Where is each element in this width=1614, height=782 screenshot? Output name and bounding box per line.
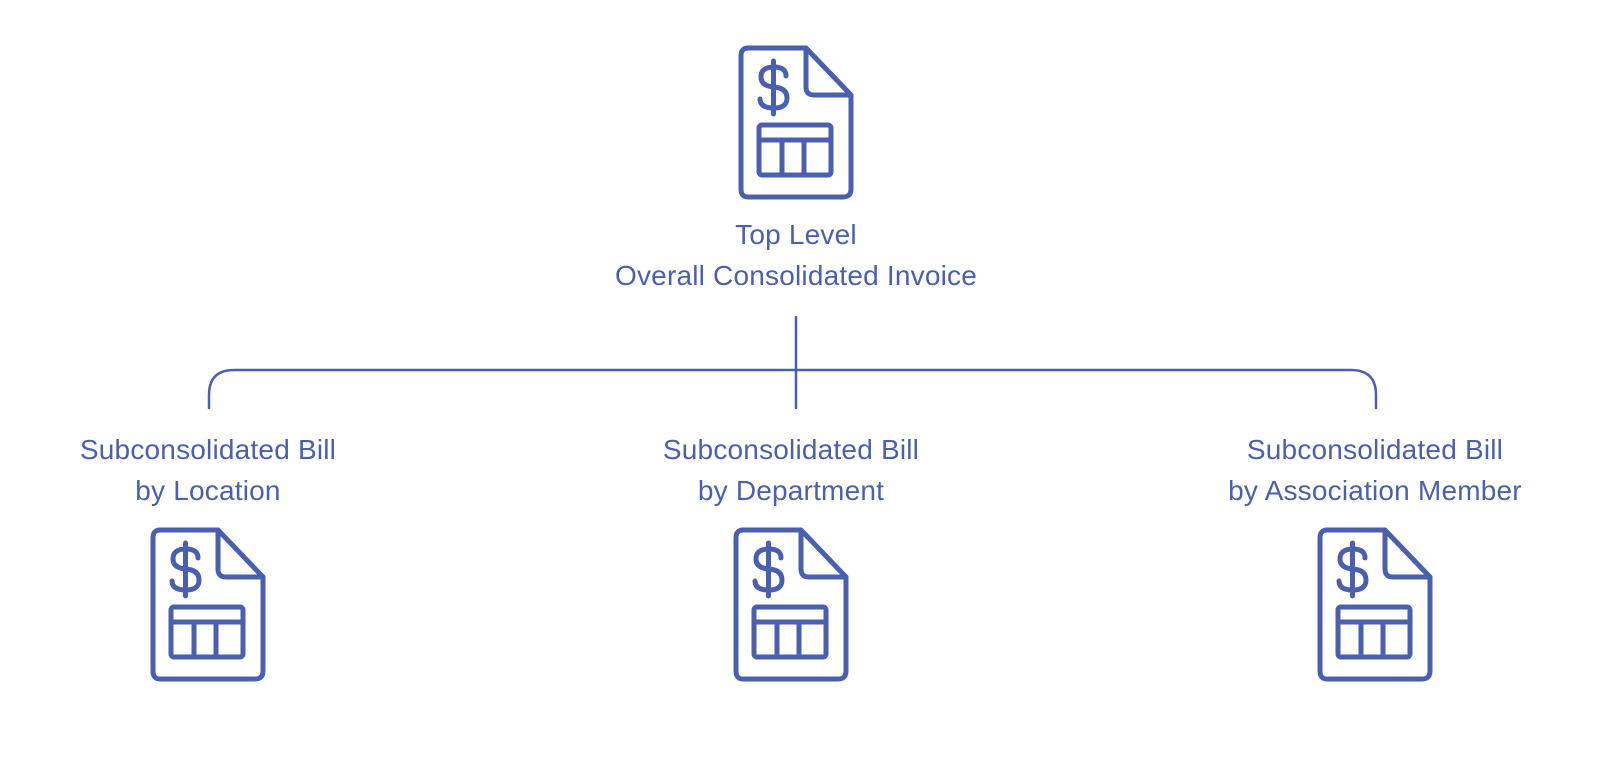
child-label-location: Subconsolidated Bill by Location (80, 429, 336, 511)
child-label-line2: by Association Member (1228, 475, 1522, 506)
invoice-dollar-table-icon (738, 45, 854, 200)
child-label-line1: Subconsolidated Bill (79, 434, 337, 465)
branch-crossbar-line (207, 368, 1378, 410)
child-label-line1: Subconsolidated Bill (1246, 434, 1504, 465)
invoice-dollar-table-icon (1317, 527, 1433, 682)
root-label-line2: Overall Consolidated Invoice (614, 260, 978, 291)
child-label-department: Subconsolidated Bill by Department (663, 429, 919, 511)
root-label-line1: Top Level (735, 219, 857, 250)
child-label-association-member: Subconsolidated Bill by Association Memb… (1228, 429, 1522, 511)
child-label-line2: by Location (135, 475, 281, 506)
child-label-line1: Subconsolidated Bill (662, 434, 920, 465)
root-label: Top Level Overall Consolidated Invoice (615, 214, 977, 296)
invoice-dollar-table-icon (733, 527, 849, 682)
child-label-line2: by Department (697, 475, 885, 506)
invoice-dollar-table-icon (150, 527, 266, 682)
